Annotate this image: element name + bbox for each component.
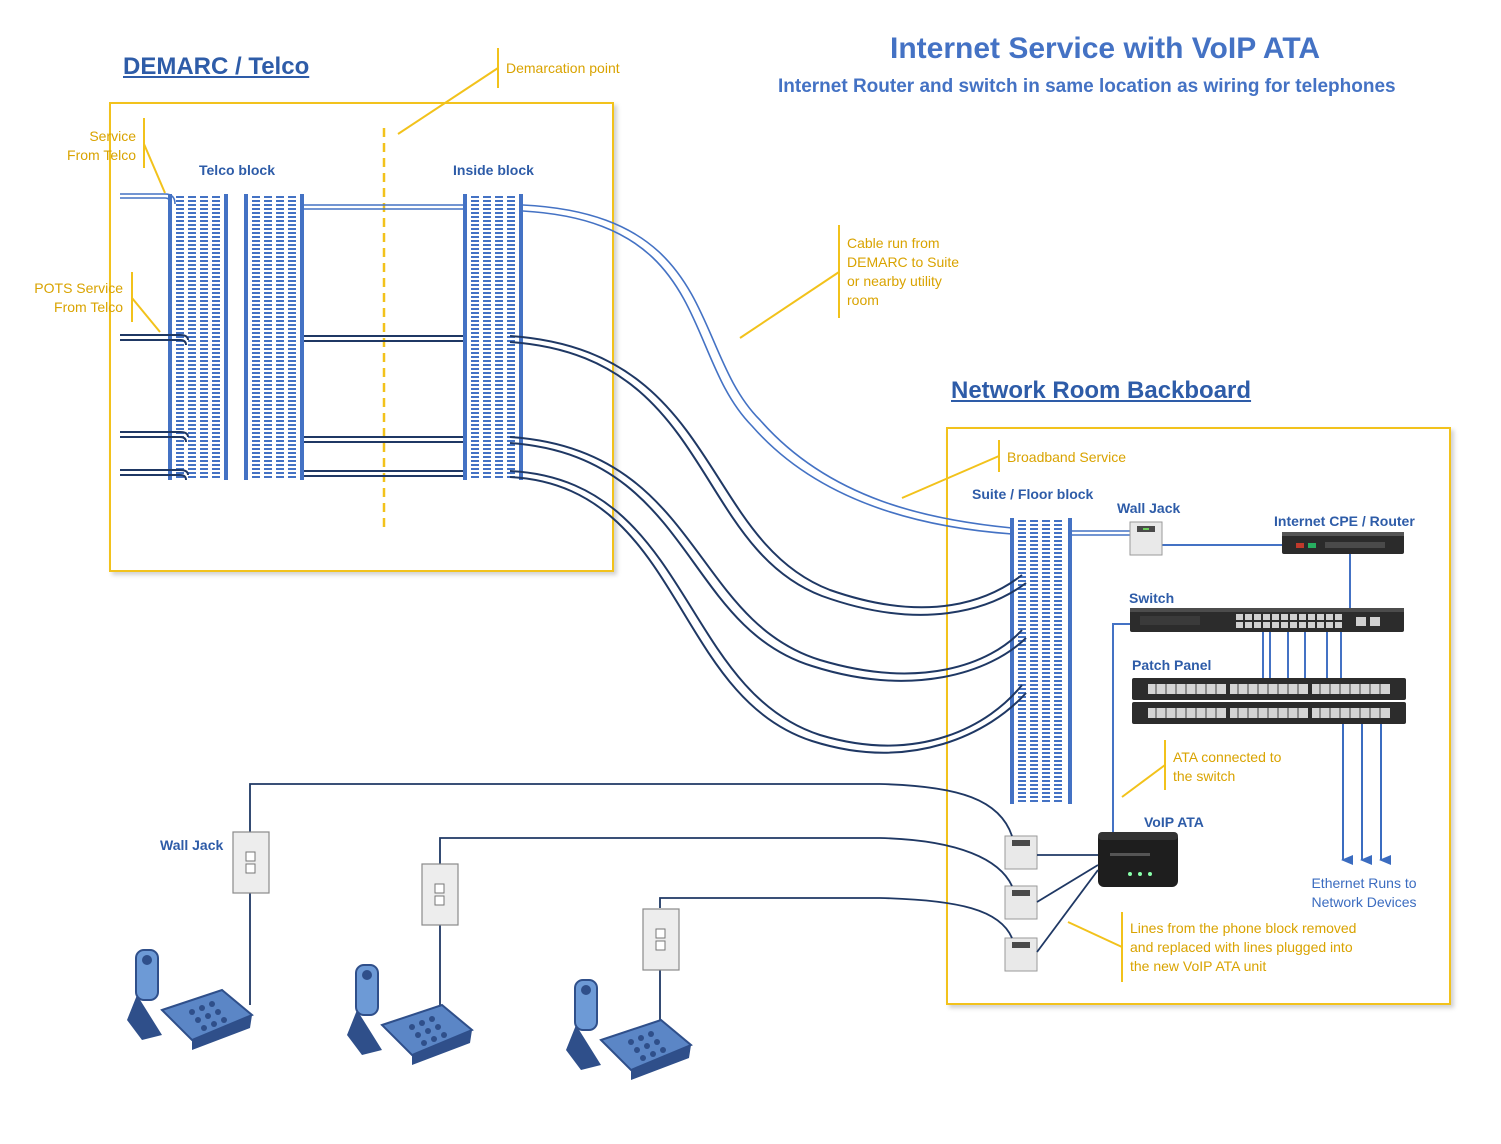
telephone-icon bbox=[127, 949, 254, 1050]
broadband-service-label: Broadband Service bbox=[1007, 449, 1127, 465]
suite-floor-block bbox=[1010, 518, 1072, 804]
ethernet-runs bbox=[1341, 716, 1391, 865]
router-label: Internet CPE / Router bbox=[1274, 513, 1415, 529]
cable-run-label: Cable run from DEMARC to Suite or nearby… bbox=[847, 235, 960, 308]
page-title: Internet Service with VoIP ATA bbox=[890, 32, 1321, 65]
patch-panel-icon bbox=[1132, 678, 1406, 724]
wall-jack-label: Wall Jack bbox=[1117, 500, 1181, 516]
service-from-telco-label: Service From Telco bbox=[67, 128, 136, 163]
page-subtitle: Internet Router and switch in same locat… bbox=[778, 76, 1396, 97]
ata-line-jacks bbox=[1004, 835, 1038, 972]
patch-panel-label: Patch Panel bbox=[1132, 657, 1212, 673]
ethernet-runs-label: Ethernet Runs to Network Devices bbox=[1311, 875, 1417, 910]
callout-leaders bbox=[131, 48, 1166, 982]
phones-wall-jack-label: Wall Jack bbox=[160, 837, 224, 853]
inside-block-label: Inside block bbox=[453, 162, 534, 178]
network-room-heading: Network Room Backboard bbox=[951, 377, 1252, 404]
suite-floor-block-label: Suite / Floor block bbox=[972, 486, 1094, 502]
demarcation-point-label: Demarcation point bbox=[506, 60, 620, 76]
wall-jack-icon bbox=[421, 863, 459, 926]
service-lines bbox=[120, 193, 189, 481]
demarc-heading: DEMARC / Telco bbox=[123, 53, 310, 80]
phone-lines bbox=[249, 783, 1013, 1040]
remote-wall-jacks bbox=[232, 831, 680, 971]
suite-to-jack bbox=[1072, 530, 1351, 832]
ata-connected-label: ATA connected to the switch bbox=[1173, 749, 1282, 784]
cable-run bbox=[509, 204, 1027, 754]
telephone-icon bbox=[566, 979, 693, 1080]
wall-jack-icon bbox=[642, 908, 680, 971]
wall-jack-icon bbox=[1129, 521, 1163, 556]
lines-note-label: Lines from the phone block removed and r… bbox=[1130, 920, 1357, 974]
telco-block bbox=[168, 194, 304, 480]
cross-connects bbox=[304, 204, 463, 477]
voip-ata-label: VoIP ATA bbox=[1144, 814, 1204, 830]
wall-jack-icon bbox=[232, 831, 270, 894]
pots-service-label: POTS Service From Telco bbox=[34, 280, 123, 315]
router-icon bbox=[1282, 532, 1404, 554]
telco-block-label: Telco block bbox=[199, 162, 275, 178]
voip-ata-icon bbox=[1098, 832, 1178, 887]
switch-to-patch-lines bbox=[1262, 632, 1342, 678]
switch-label: Switch bbox=[1129, 590, 1175, 606]
switch-icon bbox=[1130, 608, 1404, 632]
jacks-to-ata bbox=[1036, 854, 1099, 953]
telephone-icon bbox=[347, 964, 474, 1065]
